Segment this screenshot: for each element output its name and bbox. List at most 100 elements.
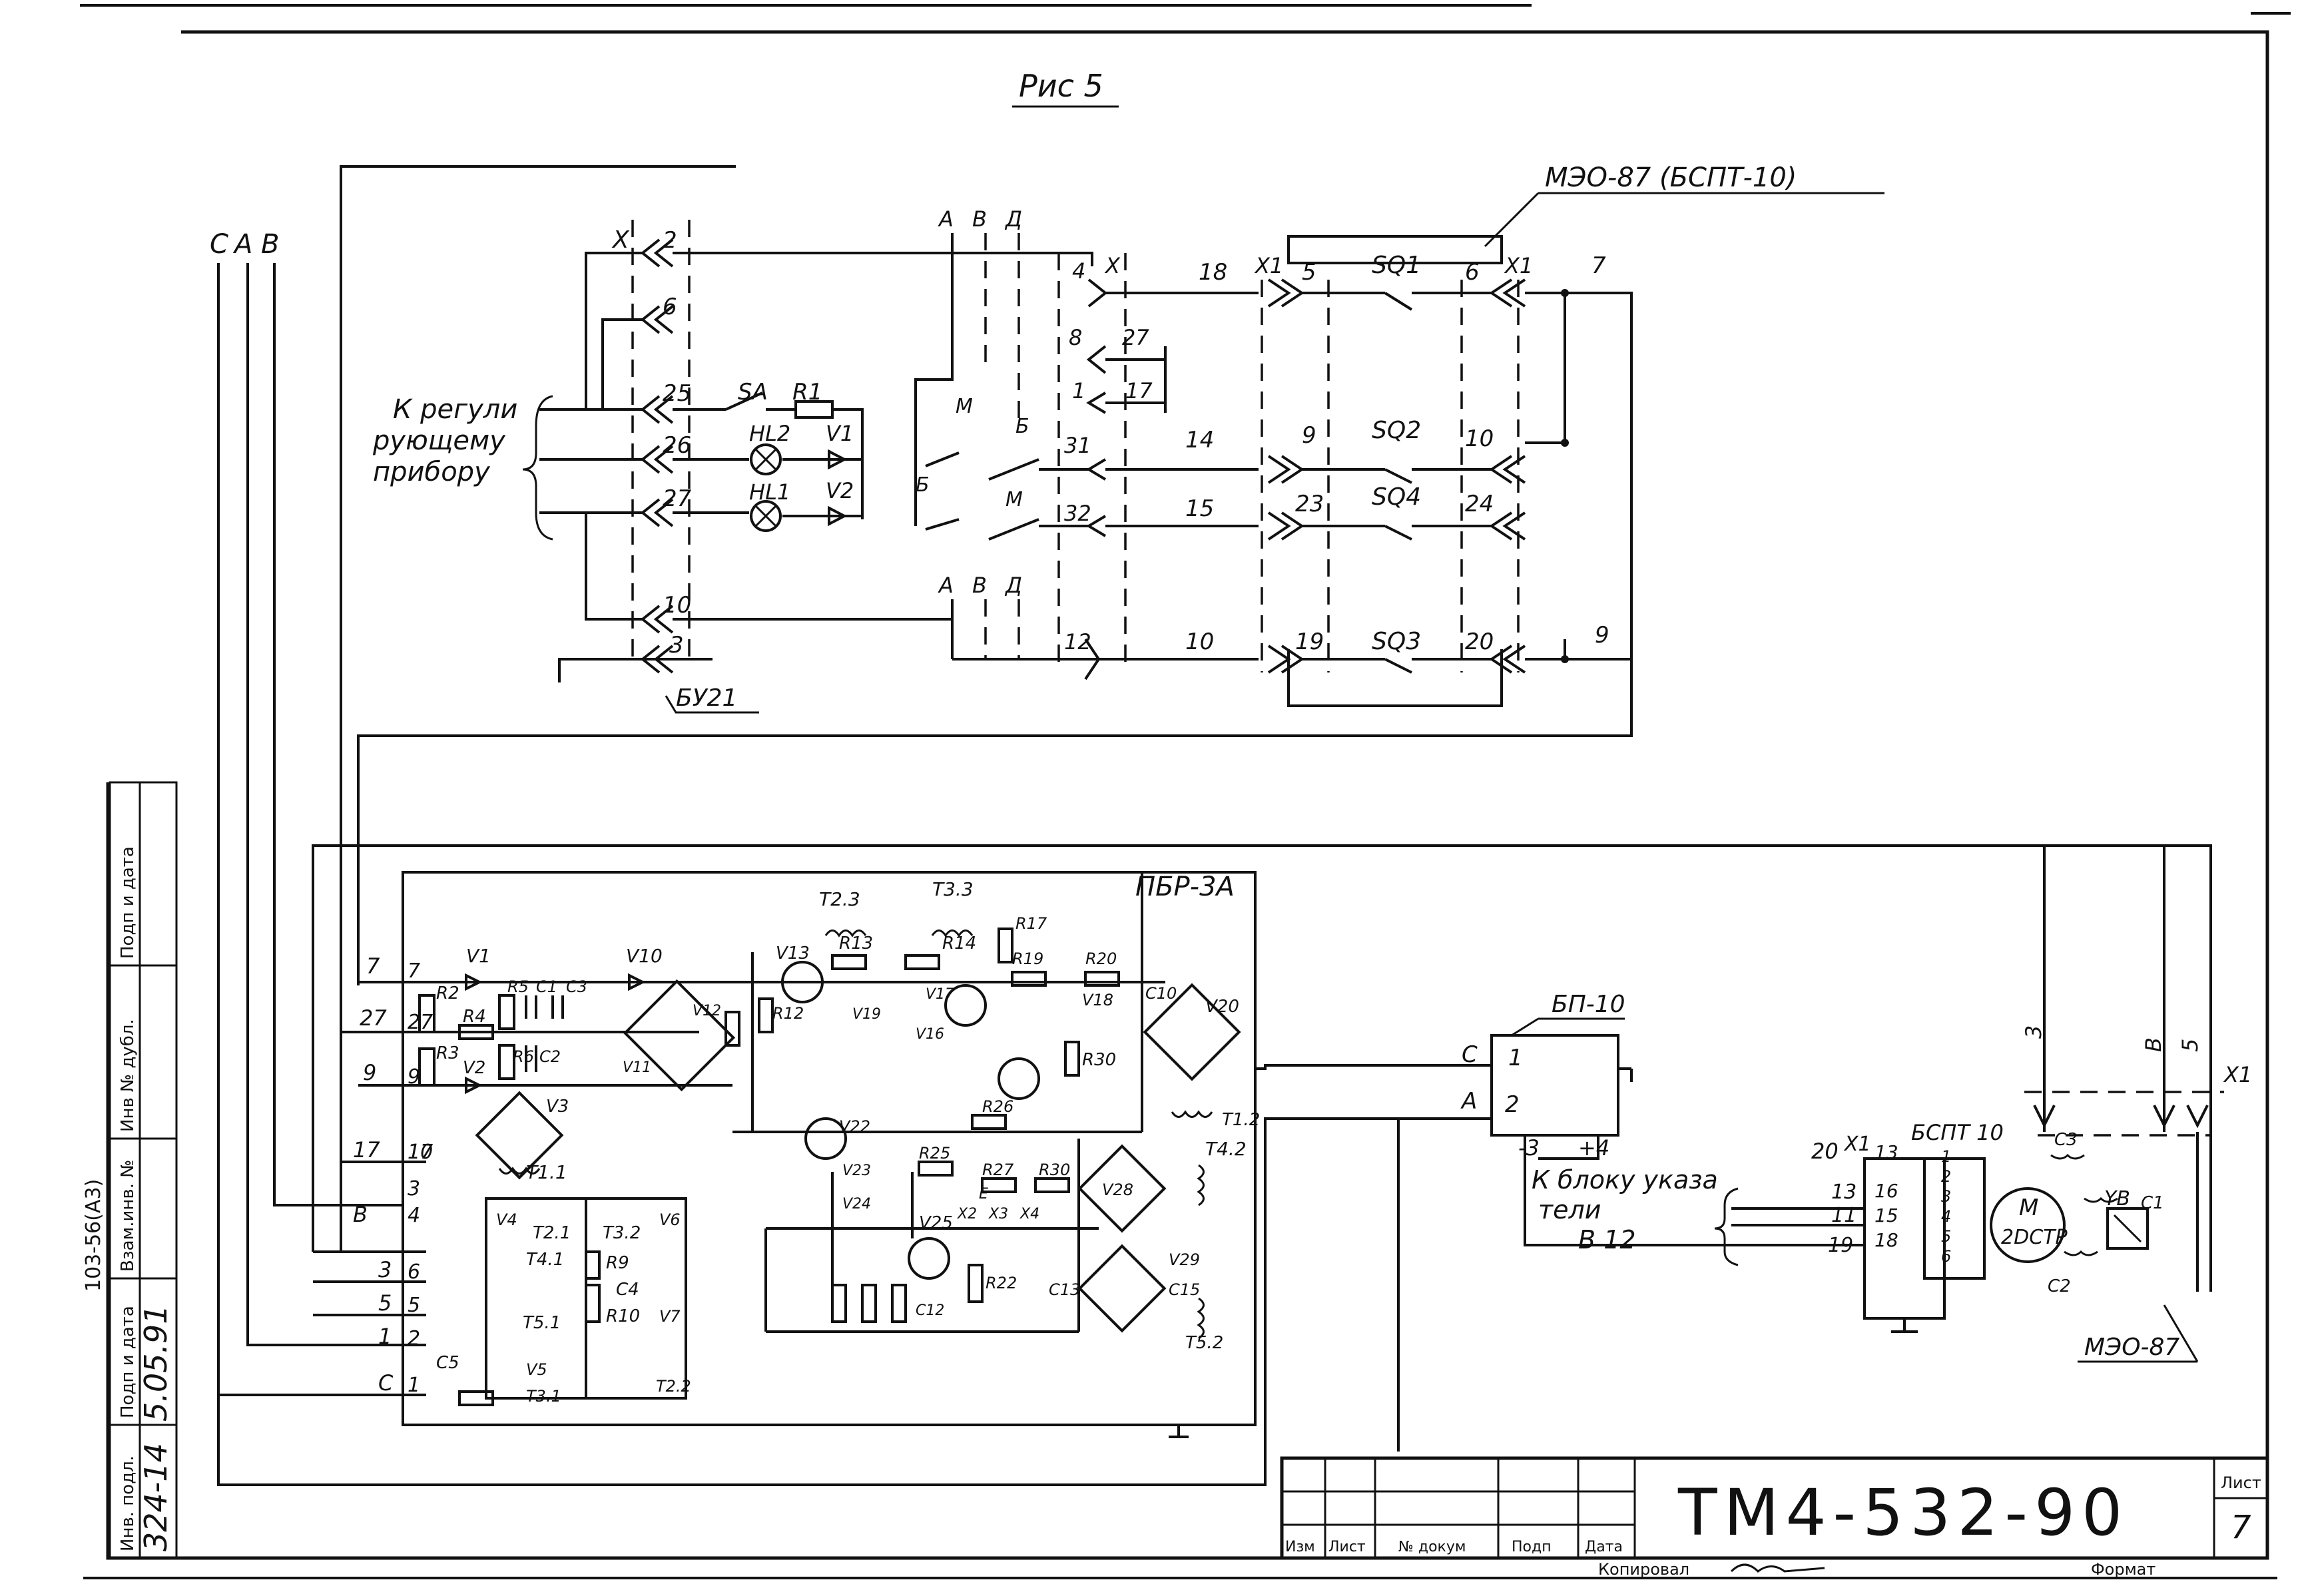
- lbl-x4: X4: [1019, 1206, 1039, 1222]
- pbr-title: ПБР-3А: [1135, 872, 1235, 902]
- sq1-right: 6: [1465, 259, 1480, 286]
- pole-a-top: А: [938, 206, 954, 232]
- pbr-term-7: 7: [408, 959, 420, 983]
- bspt-pin-5: 5: [1941, 1227, 1951, 1246]
- pbr-term-10: 10: [408, 1141, 433, 1164]
- format-label: Формат: [2091, 1560, 2155, 1579]
- lbl-v29: V29: [1169, 1250, 1200, 1269]
- sq2-name: SQ2: [1372, 417, 1421, 444]
- mid-pin-17r: 17: [1125, 378, 1153, 403]
- mid-pin-27r: 27: [1122, 325, 1149, 350]
- lbl-v13: V13: [776, 943, 810, 963]
- lbl-r6: R6: [513, 1047, 534, 1066]
- stamp-date: 5.05.91: [138, 1304, 174, 1422]
- title-block: Изм Лист № докум Подп Дата ТМ4-532-90 Ли…: [1280, 1456, 2269, 1579]
- mid-pin-8: 8: [1069, 325, 1082, 350]
- lbl-v24: V24: [842, 1196, 871, 1212]
- lbl-t21: Т2.1: [533, 1223, 571, 1243]
- bspt-wire-11: 11: [1831, 1204, 1857, 1227]
- lbl-x2: X2: [957, 1206, 977, 1222]
- bspt-wire-20: 20: [1811, 1139, 1839, 1164]
- regulator-note-2: рующему: [372, 425, 506, 456]
- sq1-out: 7: [1591, 252, 1606, 279]
- lbl-v11: V11: [623, 1059, 651, 1076]
- x1-right-wire-3: 3: [2021, 1025, 2046, 1039]
- x1-right-wire-b: В: [2141, 1037, 2166, 1052]
- lbl-r26: R27: [982, 1161, 1014, 1179]
- pole-a-bottom: А: [938, 573, 954, 598]
- side-stamp: Подп и дата Инв № дубл. Взам.инв. № Подп…: [82, 781, 178, 1559]
- bspt-pin-4: 4: [1941, 1207, 1951, 1226]
- middle-connector: 4 Х 8 27 1 17 31 32 12 18 14 15 10: [952, 253, 1259, 680]
- relay-poles: А В Д А В Д М Б Б М: [914, 206, 1093, 659]
- contact-m2: М: [1005, 488, 1023, 511]
- sq3-left: 19: [1295, 629, 1324, 655]
- lbl-v25: V25: [919, 1213, 953, 1233]
- lbl-c4: C4: [616, 1280, 639, 1300]
- lbl-t41: Т4.1: [526, 1250, 564, 1270]
- sq1-left: 5: [1302, 259, 1316, 286]
- pbr-term-3: 3: [408, 1177, 420, 1200]
- col-podp: Подп: [1512, 1539, 1552, 1555]
- stamp-row-2: Инв № дубл.: [118, 1019, 138, 1132]
- pbr-wire-27: 27: [360, 1005, 387, 1031]
- sq4-right: 24: [1465, 491, 1494, 517]
- bspt-block: БСПТ 10 Х1 20 13 11 19 13 16 15 18 1 2 3…: [1811, 846, 2252, 1363]
- lbl-r27: R30: [1039, 1161, 1070, 1179]
- sq3-right: 20: [1465, 629, 1494, 655]
- bspt-term-16: 16: [1874, 1180, 1898, 1202]
- mid-pin-31: 31: [1064, 433, 1091, 458]
- pbr-term-5: 5: [408, 1294, 420, 1317]
- lbl-v4: V4: [496, 1210, 517, 1229]
- pbr-wire-3: 3: [378, 1257, 392, 1282]
- pbr-term-2: 2: [408, 1327, 420, 1350]
- bspt-wire-13: 13: [1831, 1181, 1857, 1204]
- meo87-label: МЭО-87: [2084, 1334, 2179, 1361]
- lbl-r22: R22: [986, 1274, 1017, 1292]
- lbl-r30: R30: [1082, 1050, 1116, 1070]
- stamp-inventory: 324-14: [138, 1443, 174, 1551]
- lbl-c2: C2: [539, 1047, 561, 1066]
- bu21-pin-26: 26: [663, 432, 691, 459]
- bp10-title: БП-10: [1552, 991, 1625, 1018]
- lbl-r3: R3: [436, 1043, 459, 1063]
- pbr-components-drawing: [418, 872, 1241, 1406]
- motor: М 2DCTP С3 С1 С2 YB: [1990, 846, 2199, 1296]
- col-izm: Изм: [1285, 1539, 1315, 1555]
- bspt-term-13: 13: [1874, 1141, 1898, 1163]
- indicator-circuit: SA R1 HL2 HL1 V1 V2: [673, 379, 864, 532]
- lbl-c10: C10: [1145, 984, 1177, 1003]
- lbl-v20: V20: [1205, 997, 1239, 1017]
- lbl-c1: C1: [536, 977, 557, 996]
- indicator-note-1: К блоку указа: [1532, 1165, 1718, 1195]
- bp10-pin-4: +4: [1578, 1135, 1609, 1161]
- device-label: МЭО-87 (БСПТ-10): [1545, 162, 1797, 193]
- connector-x-label: Х: [611, 226, 630, 254]
- sq3-out: 9: [1595, 622, 1609, 649]
- sq4-name: SQ4: [1372, 483, 1421, 511]
- control-block: [340, 165, 1633, 1252]
- lbl-v10: V10: [626, 945, 663, 967]
- bu21-pins: 2 6 25 26 27 10 3: [663, 227, 692, 659]
- bu21-pin-27: 27: [663, 485, 692, 512]
- x1-right-wire-5: 5: [2177, 1039, 2203, 1052]
- pbr-wire-1: 1: [378, 1324, 392, 1349]
- lbl-t52: Т5.2: [1185, 1333, 1223, 1353]
- sq2-switch: SQ2 9 10: [1267, 417, 1565, 484]
- lbl-t22: Т2.2: [656, 1377, 691, 1396]
- diode-v2-label: V2: [826, 478, 854, 503]
- bp10-input-a: А: [1460, 1088, 1477, 1115]
- sq3-name: SQ3: [1372, 628, 1421, 655]
- lbl-r24: R25: [919, 1144, 950, 1163]
- bspt-pin-6: 6: [1941, 1247, 1951, 1266]
- lbl-t51: Т5.1: [523, 1313, 561, 1333]
- connector-bu21: Х 2 6 25 26 27 10 3 БУ21: [558, 220, 952, 714]
- stamp-row-5: Инв. подл.: [118, 1456, 138, 1551]
- lamp-hl2-label: HL2: [749, 421, 790, 446]
- bspt-pin-3: 3: [1941, 1187, 1951, 1206]
- lbl-v2: V2: [463, 1058, 485, 1078]
- sq2-left: 9: [1302, 422, 1316, 449]
- lbl-v28: V28: [1102, 1181, 1133, 1199]
- bspt-wire-19: 19: [1828, 1234, 1853, 1257]
- lbl-x3: X3: [988, 1206, 1008, 1222]
